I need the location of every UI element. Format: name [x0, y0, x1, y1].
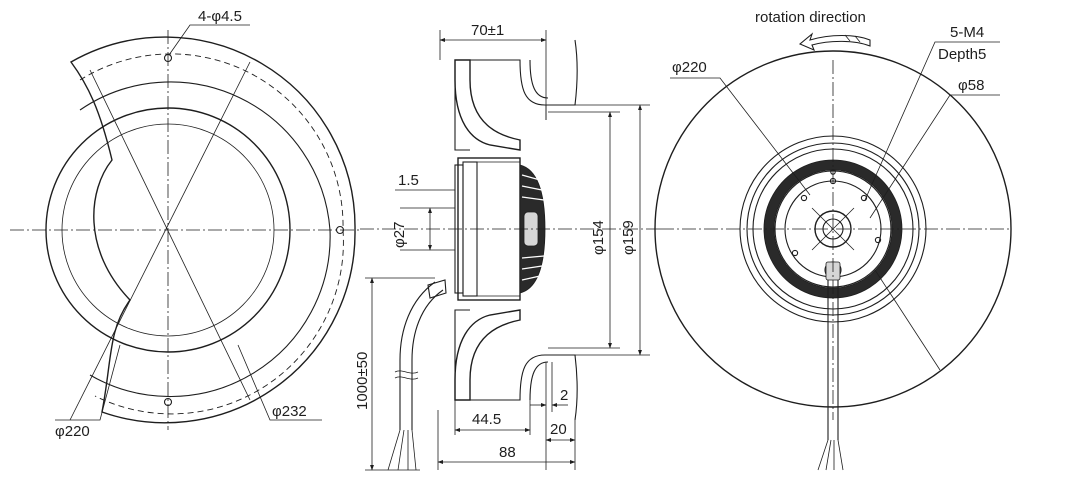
hub-dia-leader — [869, 94, 1000, 219]
cable-length-label: 1000±50 — [354, 352, 371, 410]
outlet-dia-label: φ159 — [620, 220, 637, 255]
depth-label: 70±1 — [471, 22, 504, 39]
outer-dia-label: φ232 — [272, 403, 307, 420]
rotation-arrow — [798, 32, 871, 52]
mounting-hole-bottom — [163, 397, 173, 407]
ring-inner-edge — [79, 81, 331, 398]
outer-dia-leader — [237, 344, 322, 421]
mounting-hole-right — [335, 225, 345, 235]
cable-side — [399, 281, 436, 430]
mid-depth-label: 44.5 — [472, 411, 501, 428]
inlet-dia-label: φ154 — [590, 220, 607, 255]
inlet-ring-view: 4-φ4.5 φ220 φ232 — [10, 8, 360, 440]
motor-ring — [763, 159, 903, 299]
fin-stripes — [521, 174, 545, 281]
bolt-circle — [79, 53, 344, 415]
fan-side-view: 70±1 — [354, 22, 660, 471]
front-dia-label: φ220 — [672, 59, 707, 76]
hub-dia-label: φ27 — [391, 222, 408, 248]
hub-dia-front-label: φ58 — [958, 77, 984, 94]
cable-wires-side — [387, 429, 417, 471]
left-diagonal-1 — [89, 69, 251, 401]
hole-leader — [168, 24, 250, 56]
offset-label: 20 — [550, 421, 567, 438]
inner-dia-label: φ220 — [55, 423, 90, 440]
upper-impeller-blade — [454, 59, 521, 151]
overall-label: 88 — [499, 444, 516, 461]
thread-label: 5-M4 — [950, 24, 984, 41]
lower-impeller-blade — [454, 309, 521, 401]
thread-depth-label: Depth5 — [938, 46, 986, 63]
fan-front-view: rotation direction 5-M4 Depth5 φ220 φ58 — [654, 9, 1012, 471]
flange-label: 1.5 — [398, 172, 419, 189]
inner-dia-leader — [55, 344, 121, 421]
cable-wires-front — [817, 439, 844, 471]
ring-outline — [69, 36, 356, 424]
rotation-label: rotation direction — [755, 9, 866, 26]
hole-label: 4-φ4.5 — [198, 8, 242, 25]
front-dia-leader — [670, 77, 811, 196]
mounting-hole-top — [163, 53, 173, 63]
gap-label: 2 — [560, 387, 568, 404]
thread-leader — [864, 41, 1000, 201]
left-diagonal-2 — [69, 61, 251, 421]
